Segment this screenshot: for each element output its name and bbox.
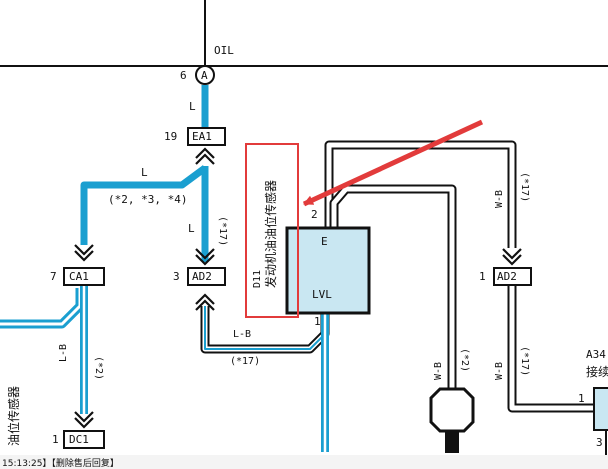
wire-l-b-ca1-left: [0, 288, 85, 329]
ea1-chevron: [195, 147, 215, 165]
wire-label-l-ea1-ad2: L: [188, 222, 195, 235]
connector-ad2-right-label: AD2: [497, 270, 517, 283]
connector-a34-pin-bottom: 3: [596, 436, 603, 449]
wire-w-b-top-loop: [324, 140, 517, 248]
wire-note-2-mid: (*2): [459, 348, 470, 372]
connector-ca1: [63, 267, 105, 286]
wire-label-l-top: L: [189, 100, 196, 113]
connector-ad2-left-pin: 3: [173, 270, 180, 283]
sensor-name: 发动机油油位传感器: [263, 180, 278, 288]
wire-note-17-right-low: (*17): [519, 346, 530, 376]
wire-label-w-b-right-low: W-B: [494, 362, 505, 380]
ad2-left-chevron-up: [195, 293, 215, 311]
connector-dc1-label: DC1: [69, 433, 89, 446]
wire-w-b-ad2-a34: [507, 286, 594, 413]
connector-ca1-pin: 7: [50, 270, 57, 283]
connector-ea1-label: EA1: [192, 130, 212, 143]
connector-ad2-left-label: AD2: [192, 270, 212, 283]
wire-label-l-b-bottom: L-B: [233, 329, 251, 340]
wire-label-w-b-mid: W-B: [433, 362, 444, 380]
wire-label-variants: (*2, *3, *4): [108, 193, 187, 206]
connector-ca1-label: CA1: [69, 270, 89, 283]
connector-a34-label: A34: [586, 348, 606, 361]
wire-note-2-ca1: (*2): [93, 356, 104, 380]
connector-a34-desc: 接续: [586, 364, 608, 379]
junction-a: [195, 65, 215, 85]
connector-a34: [593, 387, 608, 431]
oil-level-sensor: [285, 226, 371, 315]
ca1-chevron: [74, 244, 94, 262]
connector-ad2-right: [493, 267, 532, 286]
connector-dc1-pin: 1: [52, 433, 59, 446]
wire-label-l-b-ca1: L-B: [58, 344, 69, 362]
left-edge-label: 油位传感器: [6, 386, 21, 446]
connector-ea1-pin: 19: [164, 130, 177, 143]
wire-l-branch-ca1: [80, 165, 208, 245]
oil-label: OIL: [214, 44, 234, 57]
wire-label-w-b-right-top: W-B: [494, 190, 505, 208]
sensor-pin-e-number: 2: [311, 208, 318, 221]
highlight-box: [245, 143, 299, 318]
annotation-arrow: [302, 119, 484, 207]
ad2-right-chevron: [502, 248, 522, 266]
ad2-left-chevron: [195, 248, 215, 266]
wire-note-17-bottom: (*17): [230, 356, 260, 367]
wire-label-l-branch: L: [141, 166, 148, 179]
wire-note-17-right-top: (*17): [519, 172, 530, 202]
connector-a34-pin-left: 1: [578, 392, 585, 405]
dc1-chevron: [74, 411, 94, 429]
wire-note-17-vertical: (*17): [217, 216, 228, 246]
connector-ad2-left: [187, 267, 226, 286]
connector-ea1: [187, 127, 226, 146]
junction-a-pin: 6: [180, 69, 187, 82]
ground-terminal-icon: [429, 387, 475, 453]
sensor-code: D11: [252, 270, 263, 288]
status-bar-bg: [0, 455, 608, 469]
sensor-pin-lvl: LVL: [312, 288, 332, 301]
sensor-pin-lvl-number: 1: [314, 315, 321, 328]
wire-w-b-sensor-mid: [329, 184, 457, 389]
junction-a-label: A: [201, 69, 208, 82]
status-bar-text[interactable]: 15:13:25】【删除售后回复】: [2, 457, 119, 469]
connector-dc1: [63, 430, 105, 449]
top-bus-line: [0, 0, 608, 67]
sensor-pin-e: E: [321, 235, 328, 248]
connector-ad2-right-pin: 1: [479, 270, 486, 283]
